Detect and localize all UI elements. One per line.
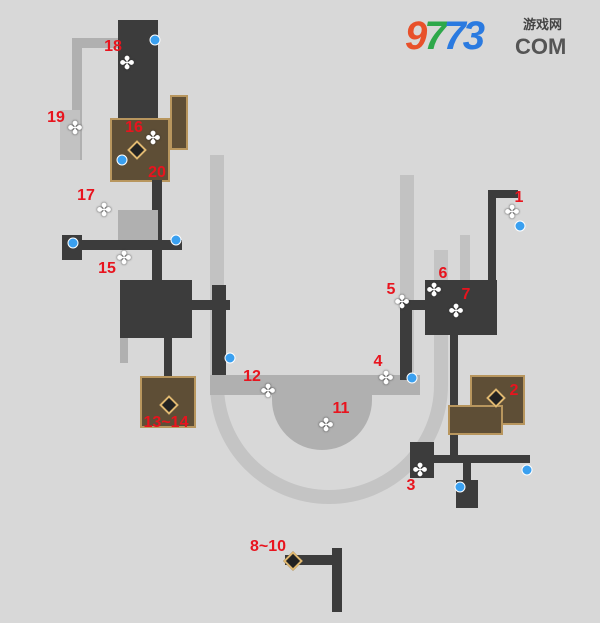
clover-icon[interactable]: ✤ xyxy=(260,381,276,401)
marker-label: 19 xyxy=(47,109,65,126)
corridor xyxy=(488,190,496,280)
teleport-waypoint-icon[interactable] xyxy=(67,237,79,249)
marker-label: 13~14 xyxy=(143,414,189,431)
corridor xyxy=(400,300,426,310)
clover-icon[interactable]: ✤ xyxy=(96,200,112,220)
clover-icon[interactable]: ✤ xyxy=(426,280,442,300)
corridor xyxy=(450,335,458,455)
clover-icon[interactable]: ✤ xyxy=(378,368,394,388)
marker-label: 5 xyxy=(386,281,396,298)
teleport-waypoint-icon[interactable] xyxy=(170,234,182,246)
marker-label: 18 xyxy=(104,38,122,55)
clover-icon[interactable]: ✤ xyxy=(116,248,132,268)
room xyxy=(120,280,192,338)
clover-icon[interactable]: ✤ xyxy=(412,460,428,480)
teleport-waypoint-icon[interactable] xyxy=(521,464,533,476)
clover-icon[interactable]: ✤ xyxy=(394,292,410,312)
clover-icon[interactable]: ✤ xyxy=(67,118,83,138)
marker-label: 20 xyxy=(148,164,166,181)
corridor xyxy=(420,455,530,463)
room xyxy=(425,280,497,335)
marker-label: 17 xyxy=(77,187,95,204)
corridor xyxy=(285,555,340,565)
room xyxy=(410,442,434,478)
logo-number: 9773 xyxy=(405,14,485,58)
corridor xyxy=(488,190,518,198)
teleport-waypoint-icon[interactable] xyxy=(116,154,128,166)
marker-label: 6 xyxy=(438,265,448,282)
marker-label: 16 xyxy=(125,119,143,136)
corridor xyxy=(332,548,342,612)
corridor xyxy=(212,285,226,375)
clover-icon[interactable]: ✤ xyxy=(145,128,161,148)
logo-domain: COM xyxy=(515,34,567,59)
marker-label: 12 xyxy=(243,368,261,385)
clover-icon[interactable]: ✤ xyxy=(448,301,464,321)
marker-label: 15 xyxy=(98,260,116,277)
marker-label: 2 xyxy=(509,382,519,399)
corridor xyxy=(72,38,122,48)
marker-label: 8~10 xyxy=(249,538,287,555)
corridor xyxy=(120,338,128,363)
marker-label: 4 xyxy=(373,353,383,370)
gold-room xyxy=(140,376,196,428)
teleport-waypoint-icon[interactable] xyxy=(149,34,161,46)
teleport-waypoint-icon[interactable] xyxy=(406,372,418,384)
clover-icon[interactable]: ✤ xyxy=(318,415,334,435)
corridor xyxy=(62,240,182,250)
clover-icon[interactable]: ✤ xyxy=(504,202,520,222)
marker-label: 7 xyxy=(461,286,471,303)
corridor xyxy=(72,40,82,160)
gold-room xyxy=(448,405,503,435)
logo-cn: 游戏网 xyxy=(523,17,563,32)
corridor xyxy=(60,110,80,160)
corridor xyxy=(400,300,412,380)
marker-label: 1 xyxy=(514,189,524,206)
teleport-waypoint-icon[interactable] xyxy=(454,481,466,493)
marker-label: 3 xyxy=(406,477,416,494)
teleport-waypoint-icon[interactable] xyxy=(514,220,526,232)
clover-icon[interactable]: ✤ xyxy=(119,53,135,73)
corridor xyxy=(164,338,172,378)
marker-label: 11 xyxy=(332,400,350,417)
teleport-waypoint-icon[interactable] xyxy=(224,352,236,364)
corridor xyxy=(463,458,471,482)
site-logo: 9773 游戏网 COM xyxy=(405,14,585,64)
corridor xyxy=(190,300,230,310)
gold-room xyxy=(170,95,188,150)
